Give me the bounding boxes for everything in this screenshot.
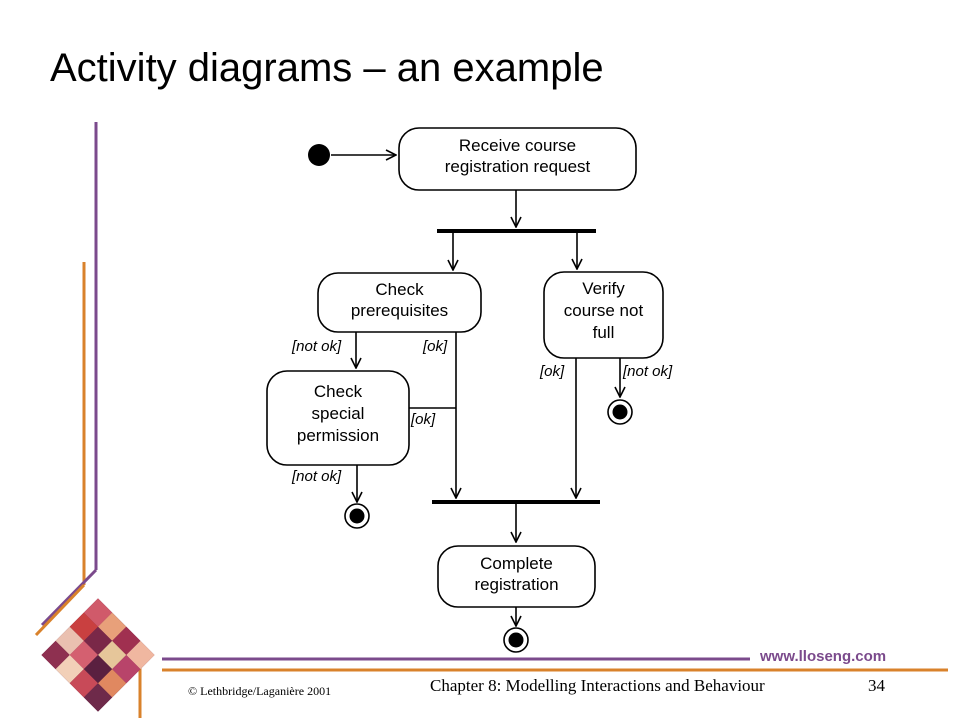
website-link[interactable]: www.lloseng.com [760, 648, 887, 665]
activity-label-line: prerequisites [351, 301, 448, 320]
activity-label-line: Check [375, 280, 424, 299]
chapter-footer: Chapter 8: Modelling Interactions and Be… [430, 676, 765, 695]
initial-node [308, 144, 330, 166]
activity-label-line: Verify [582, 279, 625, 298]
final-node-verify [607, 399, 633, 425]
decorative-frame [34, 122, 948, 718]
final-node-special [344, 503, 370, 529]
activity-label-line: Complete [480, 554, 553, 573]
activity-label-line: permission [297, 426, 379, 445]
activity-check-special-permission: Check special permission [266, 370, 410, 466]
guard-prereq-not-ok: [not ok] [291, 338, 342, 355]
activity-complete-registration: Complete registration [437, 545, 596, 608]
patchwork-logo [41, 598, 155, 712]
activity-verify-course-not-full: Verify course not full [543, 271, 664, 359]
copyright-text: © Lethbridge/Laganière 2001 [188, 684, 332, 698]
guard-prereq-ok: [ok] [422, 338, 448, 355]
guard-special-not-ok: [not ok] [291, 468, 342, 485]
activity-receive-request: Receive course registration request [398, 127, 637, 191]
activity-label-line: Check [314, 382, 363, 401]
slide-title: Activity diagrams – an example [50, 46, 604, 90]
activity-label-line: registration [474, 575, 558, 594]
guard-special-ok: [ok] [410, 411, 436, 428]
activity-label-line: Receive course [459, 136, 576, 155]
activity-label-line: full [593, 323, 615, 342]
guard-verify-not-ok: [not ok] [622, 363, 673, 380]
activity-label-line: special [312, 404, 365, 423]
guard-verify-ok: [ok] [539, 363, 565, 380]
activity-label-line: registration request [445, 157, 591, 176]
activity-check-prerequisites: Check prerequisites [317, 272, 482, 333]
page-number: 34 [868, 676, 885, 695]
activity-label-line: course not [564, 301, 644, 320]
final-node-complete [503, 627, 529, 653]
